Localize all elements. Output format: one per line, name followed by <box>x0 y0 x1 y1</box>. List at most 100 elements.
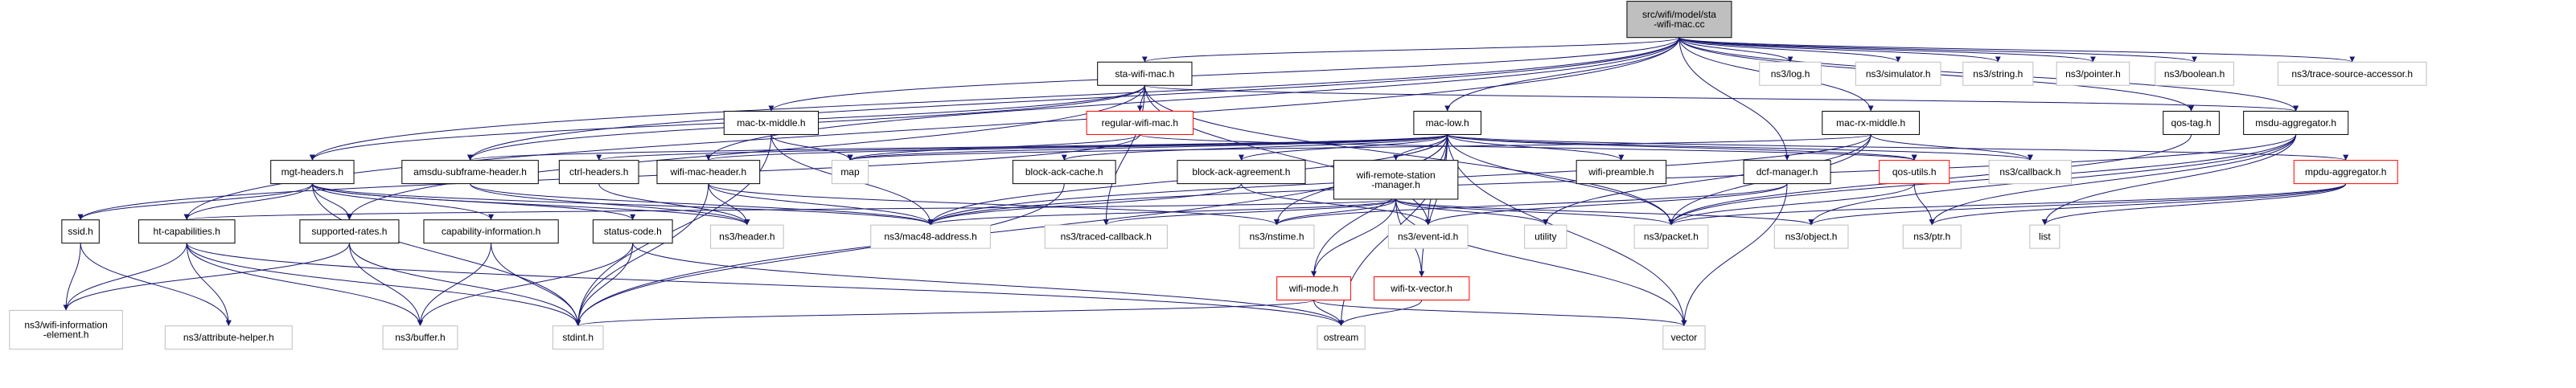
edge-sta_wifi_mac_h-to-ns3_traced_callback_h <box>1103 85 1145 226</box>
edge-mpdu_aggregator_h-to-ns3_ptr_h <box>1929 183 2347 226</box>
edge-line <box>708 183 934 226</box>
node-label: ns3/mac48-address.h <box>884 231 976 243</box>
edge-dcf_manager_h-to-vector <box>1681 183 1788 326</box>
node-box <box>2056 61 2130 86</box>
node-label: wifi-tx-vector.h <box>1390 283 1452 294</box>
node-label: wifi-preamble.h <box>1588 166 1654 178</box>
node-ht-capabilities-h[interactable]: ht-capabilities.h <box>138 219 236 244</box>
node-mac-low-h[interactable]: mac-low.h <box>1413 110 1481 135</box>
edge-msdu_aggregator_h-to-ns3_packet_h <box>1668 134 2297 226</box>
edge-line <box>1338 300 1423 326</box>
edge-msdu_aggregator_h-to-ns3_ptr_h <box>1929 134 2297 226</box>
edge-line <box>186 243 581 326</box>
node-label: ns3/attribute-helper.h <box>183 332 274 343</box>
edge-line <box>311 183 750 226</box>
edge-line <box>417 243 492 326</box>
edge-mac_rx_middle_h-to-ns3_callback_h <box>1870 133 2033 161</box>
node-wifi-mode-h[interactable]: wifi-mode.h <box>1276 276 1351 301</box>
edge-mac_tx_middle_h-to-stdint_h <box>575 134 772 326</box>
node-box <box>558 160 639 185</box>
node-box <box>1387 224 1469 249</box>
node-ns3-string-h: ns3/string.h <box>1962 61 2034 86</box>
node-box <box>1576 160 1667 185</box>
node-mpdu-aggregator-h[interactable]: mpdu-aggregator.h <box>2293 160 2398 185</box>
edge-mac_rx_middle_h-to-utility <box>1543 134 1871 226</box>
edge-amsdu_subframe_header_h-to-ns3_mac48_address_h <box>470 183 934 226</box>
edge-line <box>848 133 1871 161</box>
node-amsdu-subframe-header-h[interactable]: amsdu-subframe-header.h <box>401 160 539 185</box>
node-root[interactable]: src/wifi/model/sta-wifi-mac.cc <box>1626 1 1732 39</box>
edge-mac_rx_middle_h-to-map <box>848 133 1871 161</box>
edge-wifi_remote_station_manager_h-to-ns3_traced_callback_h <box>1103 198 1397 226</box>
node-sta-wifi-mac-h[interactable]: sta-wifi-mac.h <box>1097 61 1193 86</box>
edge-line <box>183 183 313 220</box>
edge-mac_low_h-to-ns3_callback_h <box>1447 133 2033 161</box>
node-ns3-simulator-h: ns3/simulator.h <box>1855 61 1941 86</box>
node-box <box>1988 160 2072 185</box>
edge-regular_wifi_mac_h-to-map <box>847 133 1140 161</box>
node-wifi-mac-header-h[interactable]: wifi-mac-header.h <box>656 160 761 185</box>
node-block-ack-cache-h[interactable]: block-ack-cache.h <box>1012 160 1116 185</box>
edge-root-to-ns3_trace_source_accessor_h <box>1678 37 2355 63</box>
node-msdu-aggregator-h[interactable]: msdu-aggregator.h <box>2243 110 2349 135</box>
edge-wifi_remote_station_manager_h-to-ns3_packet_h <box>1395 198 1674 226</box>
edge-dcf_manager_h-to-ns3_event_id_h <box>1425 183 1788 226</box>
node-label: list <box>2039 231 2051 243</box>
node-status-code-h[interactable]: status-code.h <box>592 219 673 244</box>
edge-line <box>80 243 232 326</box>
edge-root-to-mgt_headers_h <box>310 37 1680 161</box>
node-ns3-pointer-h: ns3/pointer.h <box>2056 61 2130 86</box>
edge-ssid_h-to-ns3_attribute_helper_h <box>80 243 232 326</box>
edge-line <box>311 183 934 226</box>
edge-line <box>847 133 1140 161</box>
edge-line <box>1139 133 1917 161</box>
edge-line <box>186 243 1344 326</box>
edge-mgt_headers_h-to-stdint_h <box>311 183 581 326</box>
node-box <box>401 160 539 185</box>
edge-root-to-dcf_manager_h <box>1678 37 1790 161</box>
node-stdint-h: stdint.h <box>552 325 604 350</box>
node-box <box>9 309 123 350</box>
edge-root-to-ns3_simulator_h <box>1678 37 1901 63</box>
node-label: ns3/traced-callback.h <box>1061 231 1152 243</box>
node-mgt-headers-h[interactable]: mgt-headers.h <box>270 160 355 185</box>
node-label: sta-wifi-mac.h <box>1115 68 1174 80</box>
node-box <box>1902 224 1962 249</box>
node-box <box>1239 224 1315 249</box>
node-box <box>270 160 355 185</box>
edge-line <box>310 37 1680 161</box>
node-label: amsdu-subframe-header.h <box>413 166 527 178</box>
node-box <box>299 219 400 244</box>
node-label: mac-rx-middle.h <box>1836 117 1905 129</box>
node-qos-utils-h[interactable]: qos-utils.h <box>1879 160 1950 185</box>
node-capability-information-h[interactable]: capability-information.h <box>423 219 559 244</box>
node-dcf-manager-h[interactable]: dcf-manager.h <box>1743 160 1831 185</box>
node-label: ns3/pointer.h <box>2065 68 2121 80</box>
node-label: block-ack-cache.h <box>1025 166 1103 178</box>
edge-wifi_mac_header_h-to-ns3_nstime_h <box>708 183 1280 226</box>
node-qos-tag-h[interactable]: qos-tag.h <box>2163 110 2220 135</box>
node-mac-tx-middle-h[interactable]: mac-tx-middle.h <box>723 110 820 135</box>
node-label: ns3/log.h <box>1771 68 1810 80</box>
edge-mpdu_aggregator_h-to-ns3_object_h <box>1808 183 2347 226</box>
node-ns3-trace-source-accessor-h: ns3/trace-source-accessor.h <box>2277 61 2427 86</box>
node-label: mgt-headers.h <box>281 166 343 178</box>
node-wifi-tx-vector-h[interactable]: wifi-tx-vector.h <box>1373 276 1470 301</box>
node-label: ns3/callback.h <box>1999 166 2060 178</box>
edge-line <box>1425 183 1788 226</box>
node-ns3-callback-h: ns3/callback.h <box>1988 160 2072 185</box>
node-ctrl-headers-h[interactable]: ctrl-headers.h <box>558 160 639 185</box>
edge-line <box>186 243 423 326</box>
node-wifi-remote-station-manager-h[interactable]: wifi-remote-station-manager.h <box>1333 160 1459 200</box>
node-label: qos-utils.h <box>1892 166 1937 178</box>
node-wifi-preamble-h[interactable]: wifi-preamble.h <box>1576 160 1667 185</box>
node-regular-wifi-mac-h[interactable]: regular-wifi-mac.h <box>1086 110 1194 135</box>
edge-line <box>77 183 313 220</box>
edge-root-to-ns3_boolean_h <box>1678 37 2197 63</box>
node-mac-rx-middle-h[interactable]: mac-rx-middle.h <box>1822 110 1921 135</box>
node-ssid-h[interactable]: ssid.h <box>61 219 100 244</box>
node-supported-rates-h[interactable]: supported-rates.h <box>299 219 400 244</box>
edge-line <box>311 183 495 220</box>
node-block-ack-agreement-h[interactable]: block-ack-agreement.h <box>1177 160 1306 185</box>
